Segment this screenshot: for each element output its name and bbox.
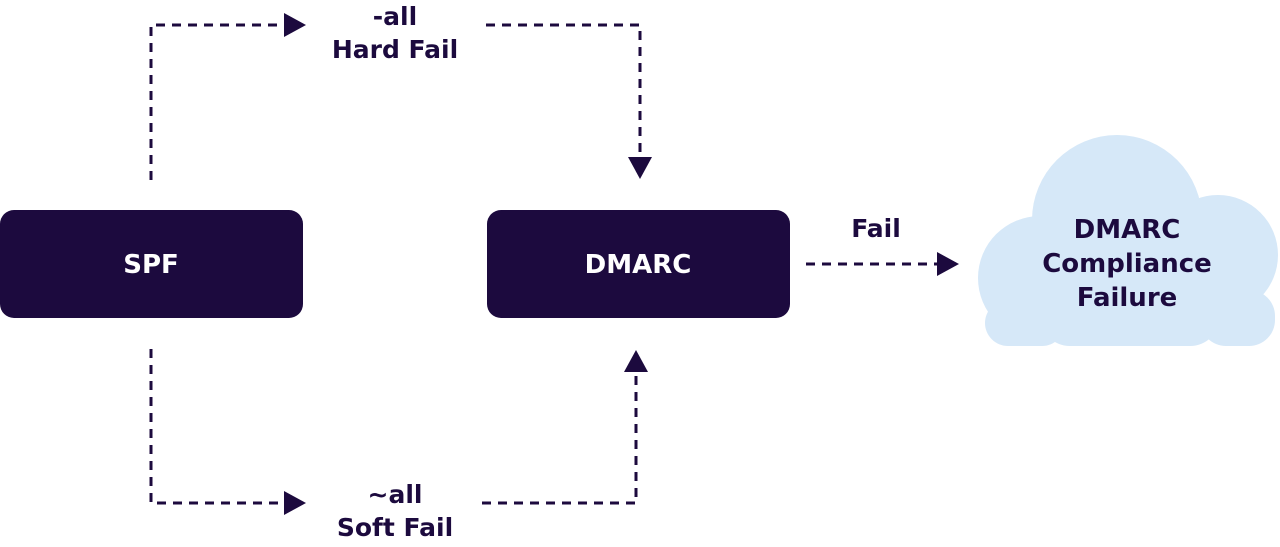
failure-label-line-3: Failure: [1077, 283, 1178, 313]
soft-fail-arrow-right-icon: [284, 491, 306, 515]
spf-label: SPF: [123, 250, 179, 280]
hard-fail-line-to-label: [149, 23, 284, 180]
failure-cloud-node: DMARC Compliance Failure: [978, 135, 1278, 346]
soft-fail-arrow-up-icon: [624, 350, 648, 372]
soft-fail-edge: ~all Soft Fail: [149, 349, 648, 542]
hard-fail-edge: -all Hard Fail: [149, 2, 652, 180]
soft-fail-code: ~all: [368, 480, 423, 509]
hard-fail-arrow-down-icon: [628, 157, 652, 179]
hard-fail-code: -all: [373, 2, 417, 31]
dmarc-node: DMARC: [487, 210, 790, 318]
hard-fail-label: Hard Fail: [332, 35, 458, 64]
soft-fail-label: Soft Fail: [337, 513, 453, 542]
fail-label: Fail: [851, 214, 901, 243]
dmarc-label: DMARC: [585, 250, 692, 280]
spf-node: SPF: [0, 210, 303, 318]
cloud-icon: [978, 135, 1278, 346]
failure-label-line-1: DMARC: [1074, 215, 1181, 245]
hard-fail-line-to-dmarc: [486, 23, 642, 158]
soft-fail-line-to-label: [149, 349, 284, 505]
fail-arrow-right-icon: [937, 252, 959, 276]
soft-fail-line-to-dmarc: [482, 372, 638, 505]
hard-fail-arrow-right-icon: [284, 13, 306, 37]
fail-edge: Fail: [806, 214, 959, 276]
failure-label-line-2: Compliance: [1042, 249, 1212, 279]
spf-box: [0, 210, 303, 318]
dmarc-box: [487, 210, 790, 318]
